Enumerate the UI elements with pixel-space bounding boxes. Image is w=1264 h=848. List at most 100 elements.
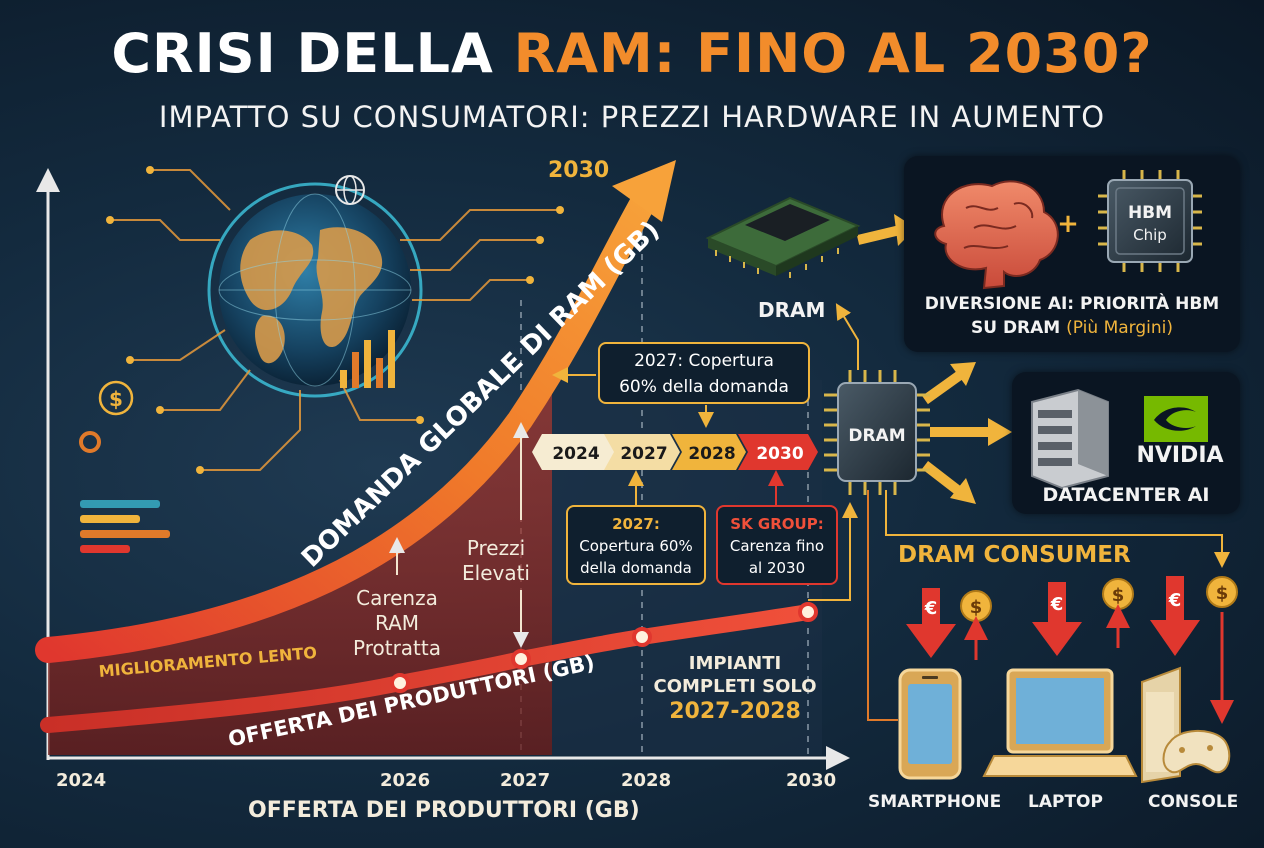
progress-bars-decor — [80, 500, 170, 553]
dram-chip-label: DRAM — [848, 426, 905, 446]
server-rack-icon — [1031, 388, 1109, 490]
timeline-label-2027: 2027 — [620, 444, 667, 464]
dollar-coin-smartphone: $ — [960, 590, 992, 660]
device-label-console: CONSOLE — [1148, 792, 1239, 812]
title-part-white: CRISI DELLA — [111, 22, 514, 85]
euro-symbol-1: € — [924, 598, 938, 619]
small-globe-icon — [335, 175, 365, 205]
euro-arrow-smartphone: € — [906, 588, 956, 658]
dollar-symbol-1: $ — [970, 597, 983, 618]
chip-to-consumer-connector — [885, 490, 1230, 568]
dram-module-icon — [705, 196, 861, 278]
dram-module-label: DRAM — [758, 298, 826, 322]
supply-point-2028 — [632, 627, 652, 647]
timeline-label-2030: 2030 — [756, 444, 803, 464]
supply-line — [40, 604, 816, 733]
dollar-symbol-2: $ — [1112, 585, 1125, 606]
consumer-title: DRAM CONSUMER — [898, 542, 1131, 568]
ai-panel-line-2a: SU DRAM — [970, 318, 1067, 338]
dollar-coin-laptop: $ — [1102, 578, 1134, 648]
demand-arrow — [35, 177, 663, 663]
euro-arrow-laptop: € — [1032, 582, 1082, 656]
mini-bar-chart-icon — [340, 330, 395, 388]
euro-symbol-2: € — [1050, 594, 1064, 615]
x-axis-title: OFFERTA DEI PRODUTTORI (GB) — [248, 798, 640, 823]
x-tick-2024: 2024 — [56, 770, 107, 791]
console-icon — [1141, 666, 1231, 784]
callout-top: 2027: Copertura 60% della domanda — [598, 342, 810, 404]
x-tick-2028: 2028 — [621, 770, 672, 791]
chip-down-arrow — [921, 461, 964, 496]
globe-icon — [207, 182, 423, 398]
ring-gauge-icon — [79, 431, 101, 453]
supply-point-2027 — [511, 649, 531, 669]
ai-panel-line-2b: (Più Margini) — [1066, 318, 1173, 338]
dollar-coin-icon: $ — [98, 380, 134, 416]
datacenter-panel: NVIDIA DATACENTER AI — [1012, 372, 1240, 514]
plants-label: IMPIANTI COMPLETI SOLO 2027-2028 — [650, 652, 820, 726]
callout-right: SK GROUP: Carenza fino al 2030 — [716, 505, 838, 585]
callout-left-line-3: della domanda — [580, 559, 692, 577]
plants-line-2: COMPLETI SOLO — [653, 676, 817, 697]
ai-panel-line-2: SU DRAM (Più Margini) — [904, 316, 1240, 340]
circuit-traces — [110, 169, 560, 471]
supply-points — [390, 602, 818, 693]
demand-end-year: 2030 — [548, 158, 610, 183]
callout-left-line-2: Copertura 60% — [579, 537, 693, 555]
timeline-step-2030 — [738, 434, 818, 470]
device-label-laptop: LAPTOP — [1028, 792, 1103, 812]
timeline-label-2028: 2028 — [688, 444, 735, 464]
timeline-label-2024: 2024 — [552, 444, 599, 464]
device-label-smartphone: SMARTPHONE — [868, 792, 1002, 812]
dram-chip-icon: DRAM — [824, 370, 930, 495]
prices-line-2: Elevati — [462, 561, 530, 585]
hbm-chip-line-1: HBM — [1128, 203, 1172, 223]
ai-panel-line-1: DIVERSIONE AI: PRIORITÀ HBM — [924, 294, 1220, 314]
euro-symbol-3: € — [1168, 590, 1182, 611]
shortage-line-2: RAM — [374, 611, 420, 635]
chip-right-arrowhead — [988, 418, 1012, 446]
shortage-label: Carenza RAM Protratta — [330, 586, 464, 661]
timeline: 2024 2027 2028 2030 — [532, 434, 818, 470]
supply-point-2030 — [798, 602, 818, 622]
plus-sign: + — [1057, 209, 1079, 239]
demand-arrow-head — [612, 160, 676, 222]
datacenter-label: DATACENTER AI — [1042, 484, 1210, 506]
x-tick-2026: 2026 — [380, 770, 431, 791]
chip-down-arrowhead — [950, 478, 976, 504]
timeline-step-2024 — [532, 434, 616, 470]
circuit-nodes — [106, 166, 564, 474]
subtitle: IMPATTO SU CONSUMATORI: PREZZI HARDWARE … — [158, 100, 1106, 134]
plants-years: 2027-2028 — [669, 699, 801, 724]
timeline-step-2027 — [604, 434, 680, 470]
plants-line-1: IMPIANTI — [688, 653, 782, 674]
shortage-line-1: Carenza — [356, 586, 438, 610]
brain-icon — [934, 180, 1059, 290]
callout-right-line-3: al 2030 — [748, 559, 806, 577]
consumer-devices: € $ € $ € $ — [898, 576, 1238, 784]
ai-panel-art: + HBM Chip — [934, 170, 1202, 290]
title-part-orange: RAM: FINO AL 2030? — [513, 22, 1153, 85]
nvidia-wordmark: NVIDIA — [1136, 443, 1223, 468]
nvidia-logo-icon — [1144, 396, 1208, 442]
callout-top-line-2: 60% della domanda — [619, 377, 789, 397]
euro-arrow-console: € — [1150, 576, 1200, 656]
ai-panel-text: DIVERSIONE AI: PRIORITÀ HBM SU DRAM (Più… — [904, 292, 1240, 340]
chip-up-arrow — [922, 370, 963, 405]
callout-left: 2027: Copertura 60% della domanda — [566, 505, 706, 585]
shortage-line-3: Protratta — [353, 636, 441, 660]
main-title: CRISI DELLA RAM: FINO AL 2030? — [0, 22, 1264, 85]
callout-left-line-1: 2027: — [612, 515, 660, 533]
callout-top-line-1: 2027: Copertura — [634, 351, 774, 371]
smartphone-icon — [898, 668, 962, 780]
chip-to-module-connector — [835, 303, 859, 370]
dollar-symbol-3: $ — [1216, 583, 1229, 604]
gap-area — [48, 380, 552, 755]
svg-text:$: $ — [109, 387, 123, 411]
datacenter-art: NVIDIA — [1031, 388, 1224, 490]
callout-right-line-1: SK GROUP: — [730, 515, 824, 533]
callout-right-line-2: Carenza fino — [729, 537, 825, 555]
x-tick-2027: 2027 — [500, 770, 551, 791]
chip-up-arrowhead — [950, 362, 976, 386]
